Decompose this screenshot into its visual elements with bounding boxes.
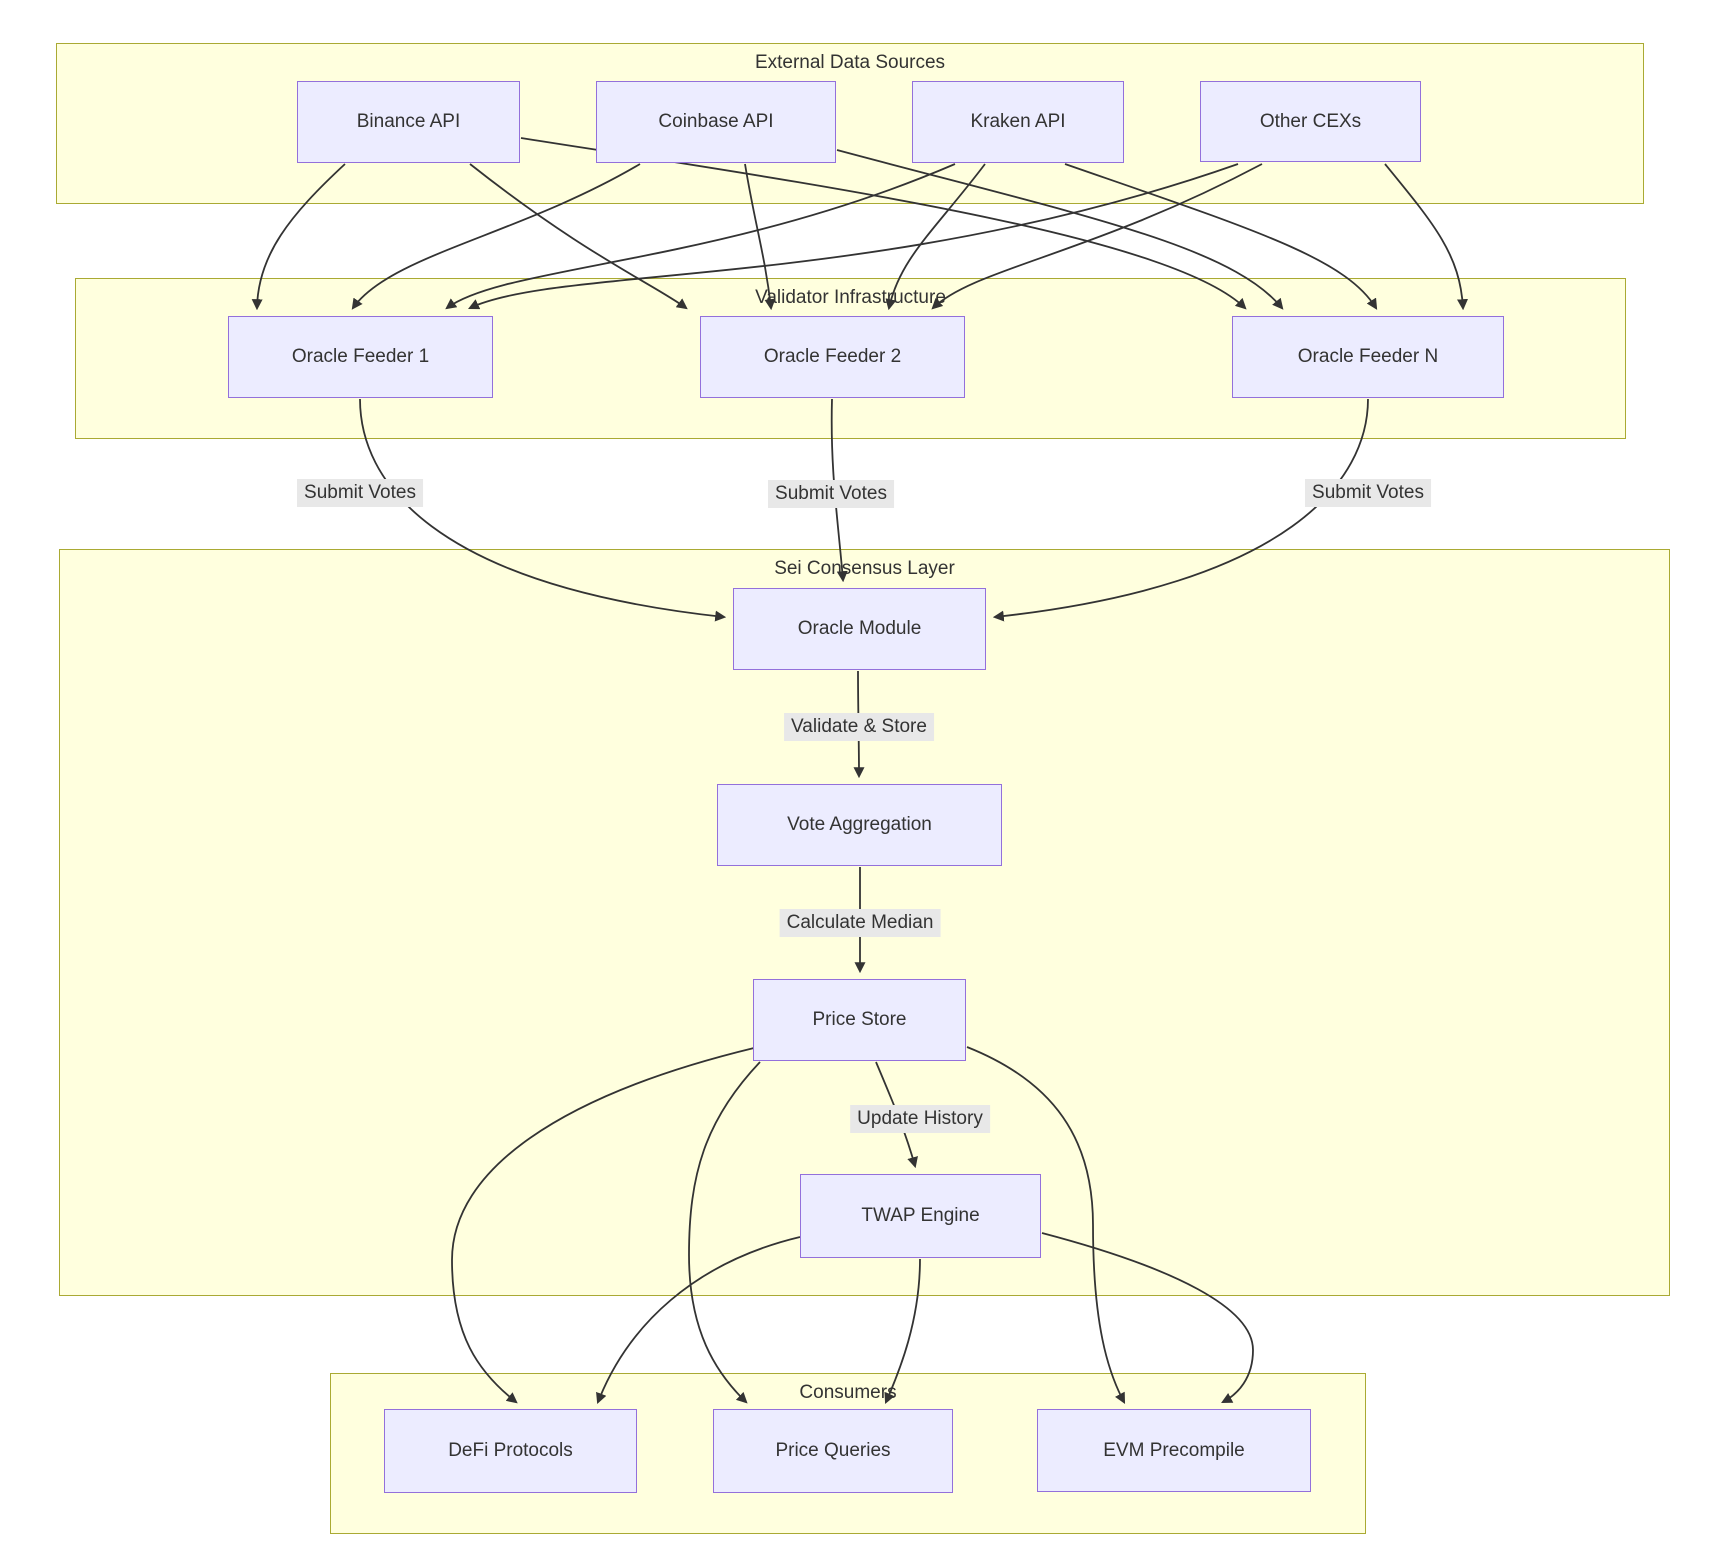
node-label: DeFi Protocols (448, 1440, 573, 1461)
edge-label-update-history: Update History (850, 1105, 990, 1133)
edge-coinbase-feeder1 (351, 163, 641, 310)
node-price-store: Price Store (753, 979, 966, 1061)
node-label: Coinbase API (658, 111, 774, 132)
edge-feeder1-oracle-module (359, 398, 727, 622)
edge-price-store-defi (451, 1047, 755, 1404)
node-twap-engine: TWAP Engine (800, 1174, 1041, 1258)
node-label: Oracle Feeder N (1297, 346, 1439, 367)
edge-kraken-feeder2 (885, 163, 986, 311)
node-label: Vote Aggregation (787, 814, 932, 835)
edge-binance-feeder2 (469, 163, 688, 310)
edge-othercexs-feeder1 (468, 163, 1239, 310)
edge-coinbase-feederN (836, 149, 1284, 310)
node-defi-protocols: DeFi Protocols (384, 1409, 637, 1493)
node-label: Binance API (356, 111, 461, 132)
edge-feederN-oracle-module (992, 398, 1369, 622)
edge-twap-evm (1041, 1232, 1254, 1404)
node-oracle-feeder-n: Oracle Feeder N (1232, 316, 1504, 398)
edge-othercexs-feeder2 (931, 163, 1263, 310)
edge-price-store-queries (688, 1061, 761, 1404)
node-coinbase-api: Coinbase API (596, 81, 836, 163)
node-label: Oracle Module (797, 618, 922, 639)
edge-twap-defi (596, 1236, 801, 1405)
node-label: Oracle Feeder 1 (291, 346, 430, 367)
node-label: Other CEXs (1259, 110, 1362, 132)
node-other-cexs: Other CEXs (1200, 81, 1421, 162)
node-label: Kraken API (970, 111, 1066, 132)
edge-othercexs-feederN (1384, 163, 1468, 311)
node-vote-aggregation: Vote Aggregation (717, 784, 1002, 866)
node-label: Price Queries (775, 1440, 891, 1461)
node-oracle-feeder-2: Oracle Feeder 2 (700, 316, 965, 398)
node-oracle-feeder-1: Oracle Feeder 1 (228, 316, 493, 398)
node-label: EVM Precompile (1103, 1439, 1245, 1461)
container-title-validator-infrastructure: Validator Infrastructure (755, 287, 946, 308)
edge-kraken-feeder1 (445, 163, 956, 310)
edge-binance-feeder1 (251, 163, 346, 311)
node-label: Price Store (812, 1009, 907, 1030)
node-evm-precompile: EVM Precompile (1037, 1409, 1311, 1492)
edge-label-calculate-median: Calculate Median (779, 909, 941, 937)
edge-label-submit-votes-1: Submit Votes (297, 479, 423, 507)
node-oracle-module: Oracle Module (733, 588, 986, 670)
edge-label-submit-votes-2: Submit Votes (768, 480, 894, 508)
edge-label-validate-store: Validate & Store (784, 713, 934, 741)
edge-label-submit-votes-3: Submit Votes (1305, 479, 1431, 507)
edge-kraken-feederN (1064, 163, 1378, 310)
edge-price-store-evm (966, 1046, 1126, 1404)
node-label: TWAP Engine (861, 1205, 980, 1226)
container-title-consumers: Consumers (799, 1382, 897, 1403)
node-price-queries: Price Queries (713, 1409, 953, 1493)
container-title-external-data-sources: External Data Sources (754, 52, 946, 73)
node-label: Oracle Feeder 2 (763, 346, 902, 367)
edge-coinbase-feeder2 (744, 163, 776, 311)
edge-twap-queries (884, 1258, 921, 1405)
node-kraken-api: Kraken API (912, 81, 1124, 163)
node-binance-api: Binance API (297, 81, 520, 163)
container-title-sei-consensus-layer: Sei Consensus Layer (774, 558, 955, 579)
